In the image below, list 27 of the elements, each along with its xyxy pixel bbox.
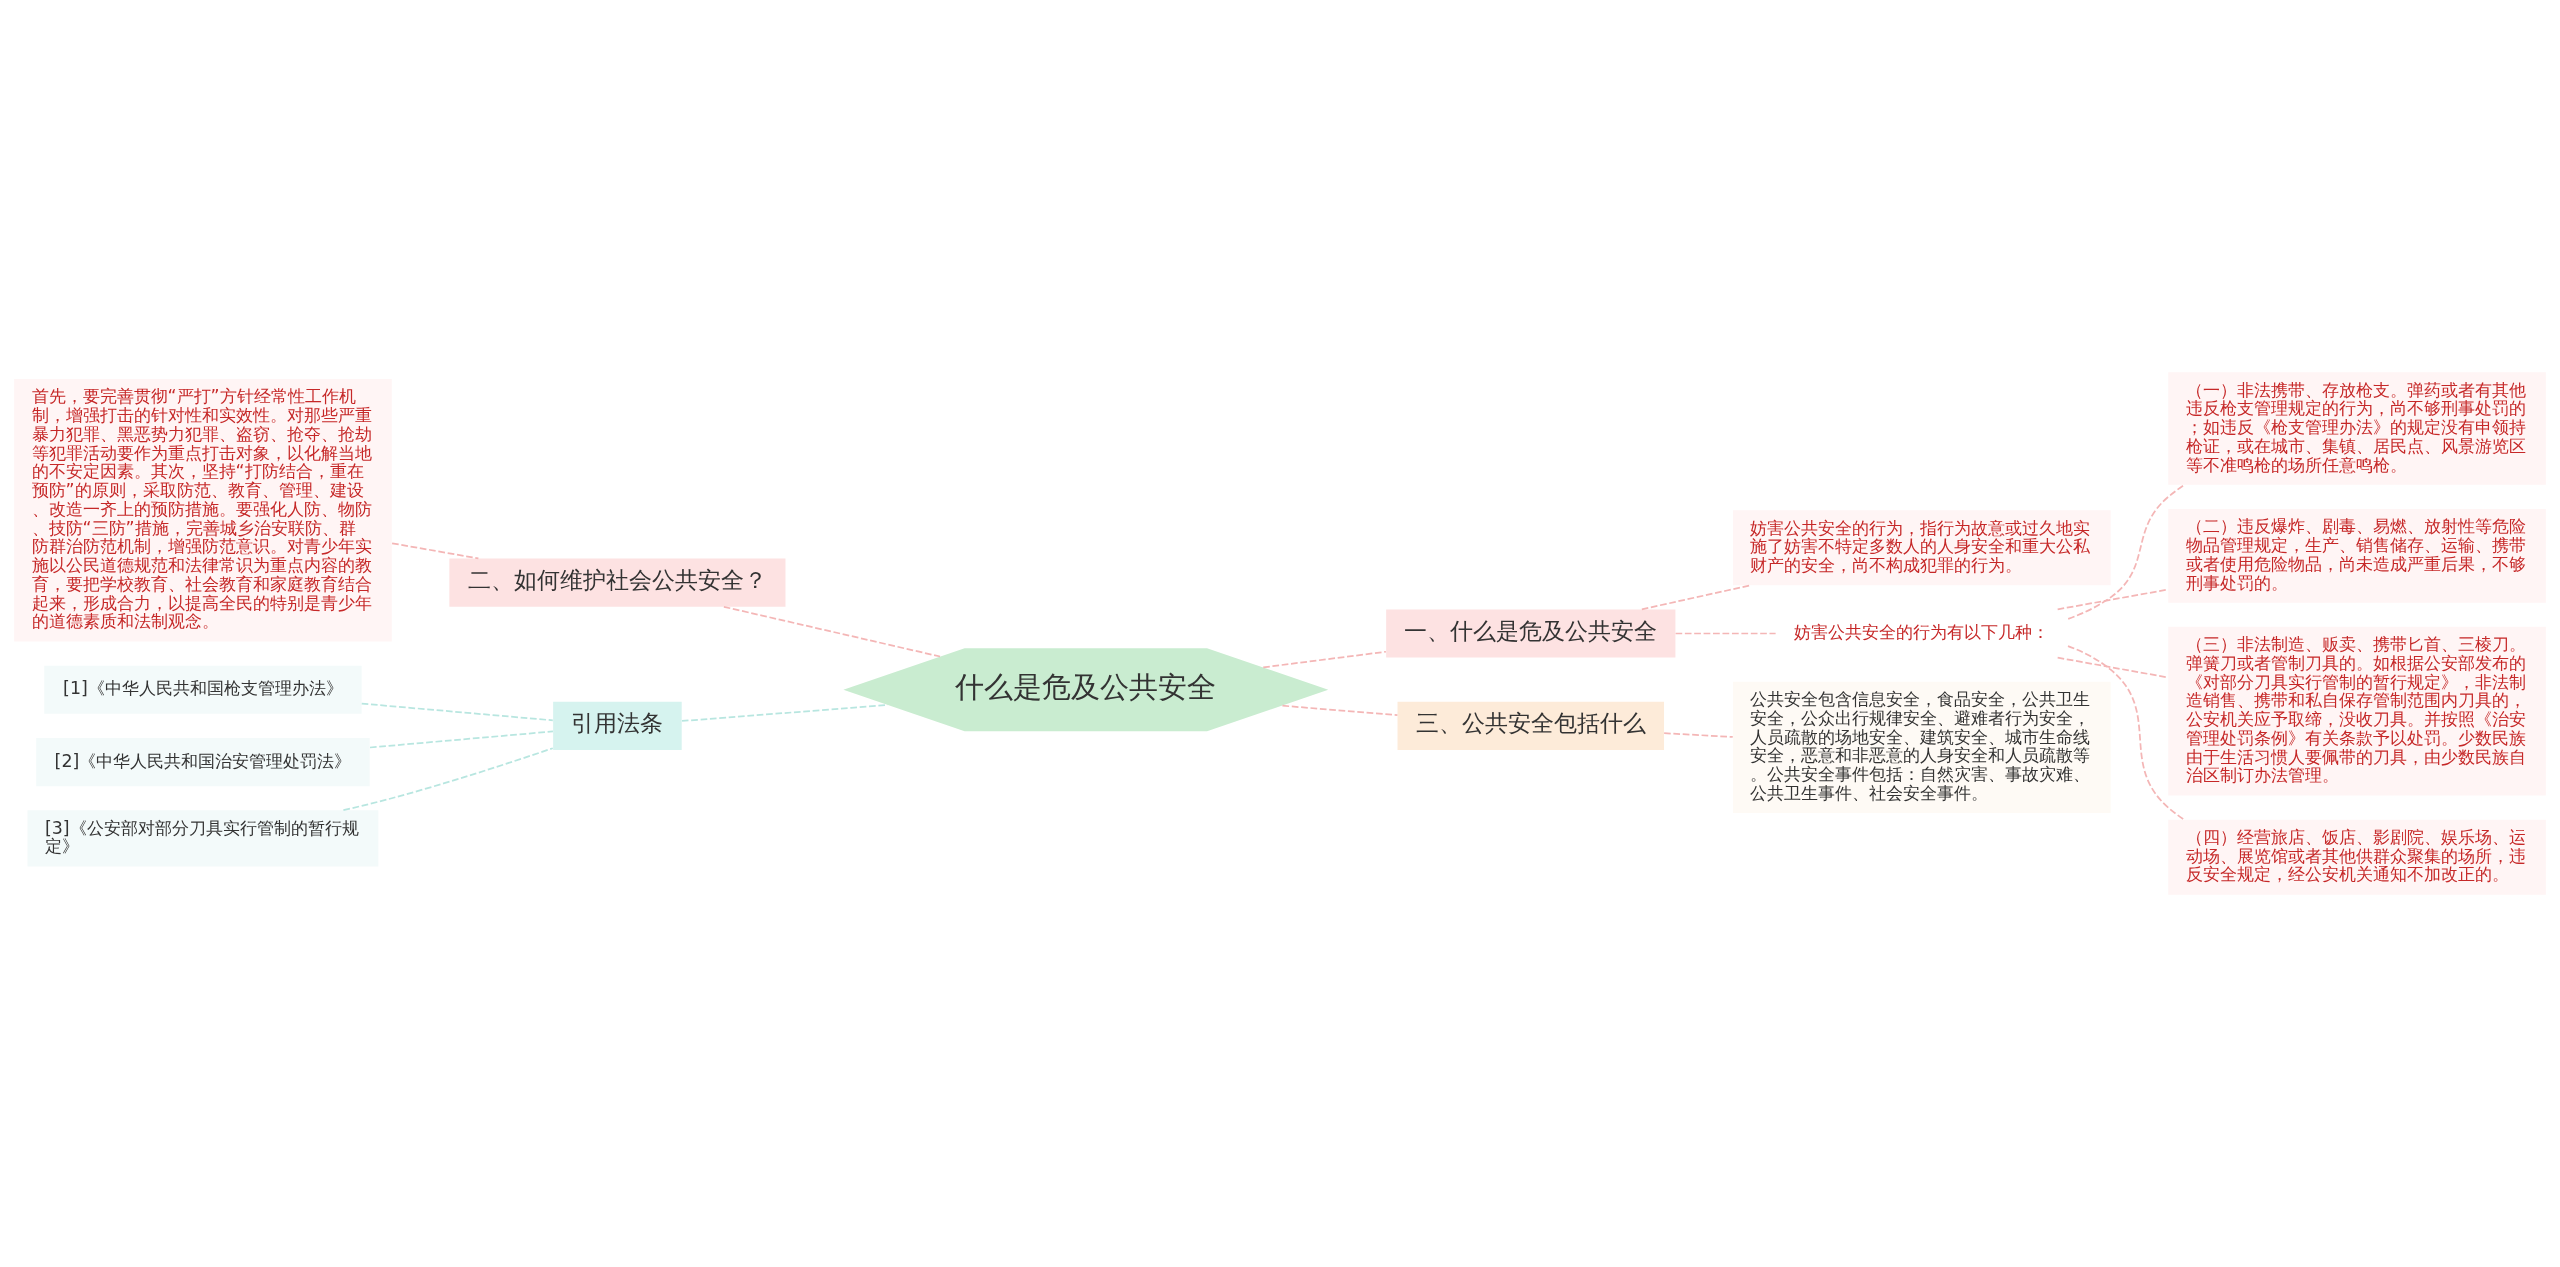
connector bbox=[360, 702, 554, 722]
node-box: [1]《中华人民共和国枪支管理办法》 bbox=[44, 665, 362, 714]
node-box: [2]《中华人民共和国治安管理处罚法》 bbox=[36, 737, 370, 787]
connector bbox=[2056, 588, 2169, 611]
connector bbox=[369, 730, 554, 749]
connector bbox=[1641, 584, 1752, 611]
node-box: 一、什么是危及公共安全 bbox=[1386, 609, 1676, 658]
node-text: 妨害公共安全的行为有以下几种： bbox=[1794, 622, 2050, 643]
node-box: [3]《公安部对部分刀具实行管制的暂行规定》 bbox=[27, 810, 379, 867]
connector bbox=[1674, 632, 1777, 635]
node-box: 首先，要完善贯彻“严打”方针经常性工作机制，增强打击的针对性和实效性。对那些严重暴力犯罪、黑恶势力犯罪、盗窃、抢夺、抢劫等犯罪活动要作为重点打击对象，以化解当地的不安定因素。其次，坚持“打防结合，重在预防”的原则，采取防范、教育、管理、建设、改造一齐上的预防措施。要强化人防、物防、技防“三防”措施，完善城乡治安联防、群防群治防范机制，增强防范意识。对青少年实施以公民道德规范和法律常识为重点内容的教育，要把学校教育、社会教育和家庭教育结合起来，形成合力，以提高全民的特别是青少年的道德素质和法制观念。 bbox=[14, 379, 392, 642]
connector bbox=[391, 542, 480, 560]
node-box: （一）非法携带、存放枪支。弹药或者有其他违反枪支管理规定的行为，尚不够刑事处罚的；如违反《枪支管理办法》的规定没有申领持枪证，或在城市、集镇、居民点、风景游览区等不准鸣枪的场所任意鸣枪。 bbox=[2168, 372, 2546, 485]
connector bbox=[1663, 732, 1734, 738]
connector bbox=[342, 747, 554, 812]
node-box: （四）经营旅店、饭店、影剧院、娱乐场、运动场、展览馆或者其他供群众聚集的场所，违反安全规定，经公安机关通知不加改正的。 bbox=[2168, 819, 2546, 895]
node-box: 公共安全包含信息安全，食品安全，公共卫生安全，公众出行规律安全、避难者行为安全，人员疏散的场地安全、建筑安全、城市生命线安全，恶意和非恶意的人身安全和人员疏散等。公共安全事件包括：自然灾害、事故灾难、公共卫生事件、社会安全事件。 bbox=[1733, 681, 2111, 813]
connector bbox=[723, 605, 941, 658]
node-box: 引用法条 bbox=[553, 701, 682, 750]
connector bbox=[2067, 645, 2185, 821]
connector bbox=[2056, 656, 2169, 679]
connector bbox=[1262, 650, 1387, 669]
connector bbox=[2067, 484, 2185, 620]
node-box: 三、公共安全包括什么 bbox=[1397, 701, 1665, 750]
connector bbox=[1281, 704, 1399, 716]
node-box: 二、如何维护社会公共安全？ bbox=[449, 558, 786, 607]
node-box: 妨害公共安全的行为，指行为故意或过久地实施了妨害不特定多数人的人身安全和重大公私财产的安全，尚不构成犯罪的行为。 bbox=[1733, 510, 2111, 586]
